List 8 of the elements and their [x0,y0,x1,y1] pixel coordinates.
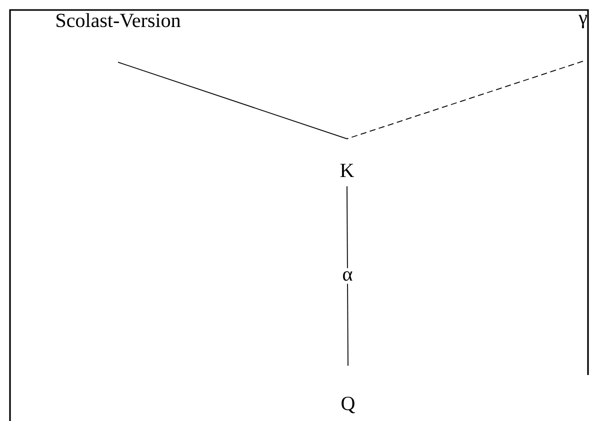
connector-line [346,60,584,140]
connector-line [118,62,348,140]
node-label: Scolast-Version [56,13,180,28]
edge-label: α [343,271,352,281]
node-label: γ [578,14,587,28]
connector-line [346,186,348,366]
node-label: K [340,164,354,177]
node-label: Q [342,396,355,414]
